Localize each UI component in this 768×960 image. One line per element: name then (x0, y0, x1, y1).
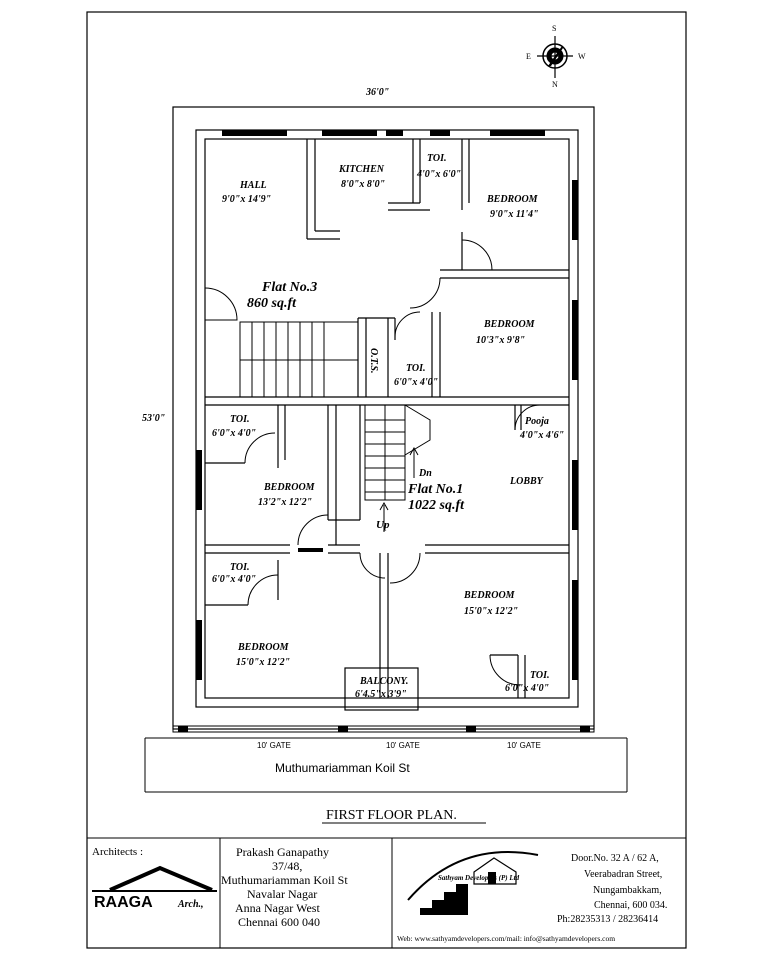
office-line: Ph:28235313 / 28236414 (557, 914, 658, 925)
client-line: Chennai 600 040 (238, 915, 320, 929)
office-line: Veerabadran Street, (584, 869, 662, 880)
ots-label: O.T.S. (368, 348, 379, 373)
sathyam-logo (407, 851, 539, 915)
bedroom-top-label: BEDROOM (486, 194, 539, 205)
bedroom-top-size: 9'0"x 11'4" (490, 209, 539, 220)
client-line: Muthumariamman Koil St (221, 873, 348, 887)
toilet-top-size: 4'0"x 6'0" (416, 169, 461, 180)
flat3-area: 860 sq.ft (247, 296, 297, 311)
sathyam-logo-text: Sathyam Developers (P) Ltd (438, 874, 520, 882)
bedroom-left1-size: 13'2"x 12'2" (258, 497, 312, 508)
street-name: Muthumariamman Koil St (275, 761, 410, 775)
compass-n-label: N (552, 80, 558, 89)
plan-title: FIRST FLOOR PLAN. (326, 808, 457, 823)
bedroom-left2-label: BEDROOM (237, 642, 290, 653)
toilet-left2-label: TOI. (230, 562, 250, 573)
flat1-name: Flat No.1 (407, 482, 463, 497)
title-block-frame (86, 837, 687, 949)
office-line: Chennai, 600 034. (594, 900, 667, 911)
width-dimension: 36'0" (365, 87, 389, 98)
toilet-left2-size: 6'0"x 4'0" (212, 574, 256, 585)
balcony-size: 6'4.5"x 3'9" (355, 689, 407, 700)
staircase-lower (364, 404, 431, 532)
bedroom-mid-label: BEDROOM (483, 319, 536, 330)
gate-label-3: 10' GATE (507, 741, 541, 750)
gate-label-1: 10' GATE (257, 741, 291, 750)
compass-e-label: E (526, 52, 531, 61)
road (144, 725, 628, 793)
client-line: Prakash Ganapathy (236, 845, 329, 859)
staircase-upper (239, 321, 359, 398)
client-line: Anna Nagar West (235, 901, 320, 915)
kitchen-size: 8'0"x 8'0" (341, 179, 385, 190)
toilet-mid-label: TOI. (406, 363, 426, 374)
toilet-right-low-label: TOI. (530, 670, 550, 681)
compass-icon (537, 36, 573, 78)
height-dimension: 53'0" (142, 413, 165, 424)
developer-office: Door.No. 32 A / 62 A, Veerabadran Street… (557, 853, 667, 925)
bedroom-right-low-label: BEDROOM (463, 590, 516, 601)
toilet-left1-label: TOI. (230, 414, 250, 425)
kitchen-label: KITCHEN (338, 164, 385, 175)
pooja-size: 4'0"x 4'6" (519, 430, 564, 441)
stair-up-label: Up (376, 519, 390, 531)
hall-label: HALL (239, 180, 267, 191)
bedroom-left2-size: 15'0"x 12'2" (236, 657, 290, 668)
architects-label: Architects : (92, 846, 143, 858)
gate-label-2: 10' GATE (386, 741, 420, 750)
client-line: 37/48, (272, 859, 302, 873)
client-line: Navalar Nagar (247, 887, 317, 901)
lobby-label: LOBBY (509, 476, 544, 487)
toilet-top-label: TOI. (427, 153, 447, 164)
bedroom-mid-size: 10'3"x 9'8" (476, 335, 525, 346)
door-swings (204, 239, 541, 686)
toilet-left1-size: 6'0"x 4'0" (212, 428, 256, 439)
flat1-area: 1022 sq.ft (408, 498, 465, 513)
bedroom-right-low-size: 15'0"x 12'2" (464, 606, 518, 617)
web-contact: Web: www.sathyamdevelopers.com/mail: inf… (397, 934, 615, 943)
office-line: Door.No. 32 A / 62 A, (571, 853, 659, 864)
flat3-name: Flat No.3 (261, 280, 317, 295)
compass-w-label: W (578, 52, 586, 61)
raaga-logo-text: RAAGA (94, 894, 153, 911)
bedroom-left1-label: BEDROOM (263, 482, 316, 493)
balcony-label: BALCONY. (359, 676, 408, 687)
client-address: Prakash Ganapathy 37/48, Muthumariamman … (221, 845, 348, 929)
hall-size: 9'0"x 14'9" (222, 194, 271, 205)
gate-posts (178, 726, 590, 732)
office-line: Nungambakkam, (593, 885, 662, 896)
raaga-logo (92, 865, 217, 892)
compass-s-label: S (552, 24, 556, 33)
windows (196, 130, 578, 680)
toilet-mid-size: 6'0"x 4'0" (394, 377, 438, 388)
raaga-logo-sub: Arch., (177, 899, 204, 910)
stair-down-label: Dn (418, 468, 432, 479)
toilet-right-low-size: 6'0"x 4'0" (505, 683, 549, 694)
pooja-label: Pooja (525, 416, 549, 427)
